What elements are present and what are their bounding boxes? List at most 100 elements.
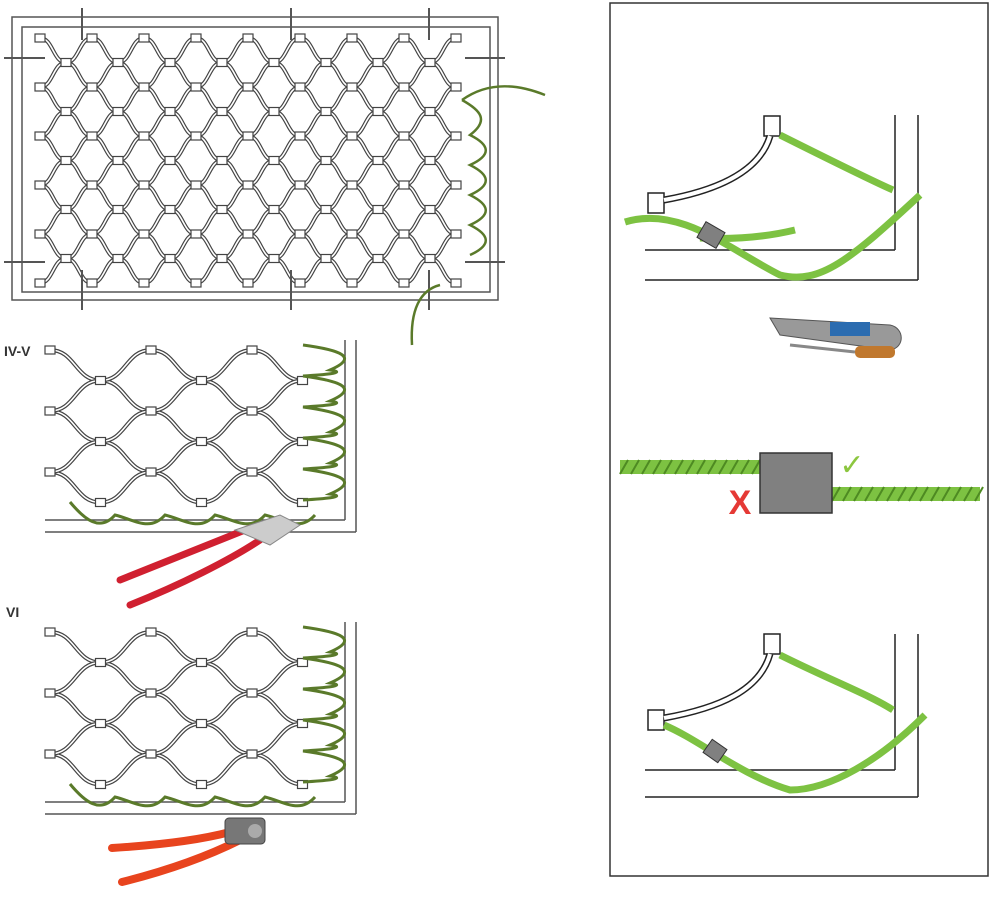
ferrule: [702, 738, 728, 764]
mesh-ferrule: [246, 688, 258, 698]
mesh-ferrule: [86, 278, 98, 288]
mesh-ferrule: [268, 106, 280, 117]
mesh-cable-core: [201, 631, 253, 664]
mesh-ferrule: [424, 204, 436, 215]
mesh-ferrule: [60, 106, 72, 117]
strand: [853, 486, 863, 502]
mesh-ferrule: [138, 229, 150, 239]
strand: [685, 459, 695, 475]
mesh-ferrule: [164, 155, 176, 166]
mesh-ferrule: [190, 278, 202, 288]
mesh-ferrule: [346, 278, 358, 288]
strand: [707, 459, 717, 475]
cable-mesh: [44, 345, 309, 508]
mesh-cable-core: [100, 722, 152, 755]
mesh-ferrule: [34, 82, 46, 92]
rotary-tool-and-screwdriver-icon: [769, 317, 902, 358]
mesh-ferrule: [320, 57, 332, 68]
strand: [941, 486, 951, 502]
mesh-ferrule: [450, 33, 462, 43]
mesh-ferrule: [138, 180, 150, 190]
mesh-cable-core: [49, 631, 101, 664]
mesh-ferrule: [398, 278, 410, 288]
mesh-panel-overview: [4, 8, 546, 346]
mesh-ferrule: [195, 436, 208, 447]
mesh-ferrule: [86, 131, 98, 141]
strand: [919, 486, 929, 502]
mesh-ferrule: [372, 57, 384, 68]
mesh-ferrule: [294, 131, 306, 141]
mesh-ferrule: [296, 436, 309, 447]
strand: [974, 486, 984, 502]
mesh-cable-core: [201, 440, 253, 473]
mesh-ferrule: [424, 57, 436, 68]
mesh-ferrule: [34, 180, 46, 190]
mesh-ferrule: [372, 155, 384, 166]
mesh-ferrule: [195, 375, 208, 386]
mesh-ferrule: [86, 33, 98, 43]
mesh-cable-core: [251, 440, 303, 473]
mesh-ferrule: [294, 229, 306, 239]
mesh-ferrule: [450, 82, 462, 92]
mesh-ferrule: [138, 82, 150, 92]
mesh-cable-core: [150, 661, 202, 694]
mesh-ferrule: [94, 436, 107, 447]
mesh-ferrule: [424, 106, 436, 117]
mesh-ferrule: [346, 180, 358, 190]
mesh-ferrule: [145, 688, 157, 698]
strand: [875, 486, 885, 502]
mesh-cable-core: [100, 471, 152, 504]
strand: [897, 486, 907, 502]
mesh-ferrule: [320, 204, 332, 215]
mesh-ferrule: [246, 467, 258, 477]
mesh-ferrule: [34, 278, 46, 288]
mesh-ferrule: [145, 749, 157, 759]
mesh-cable-core: [251, 410, 303, 443]
mesh-ferrule: [34, 131, 46, 141]
mesh-cable-core: [49, 410, 101, 443]
strand: [619, 459, 629, 475]
edge-cable-horizontal: [68, 783, 317, 808]
inner-frame: [21, 26, 491, 293]
mesh-ferrule: [450, 229, 462, 239]
mesh-cable-core: [201, 349, 253, 382]
mesh-ferrule: [164, 106, 176, 117]
mesh-ferrule: [145, 467, 157, 477]
mesh-ferrule: [294, 278, 306, 288]
mesh-cable-core: [150, 349, 202, 382]
mesh-cable-core: [251, 631, 303, 664]
mesh-ferrule: [145, 406, 157, 416]
mesh-cable-core: [100, 661, 152, 694]
mesh-ferrule: [60, 204, 72, 215]
mesh-ferrule: [86, 229, 98, 239]
mesh-ferrule: [398, 82, 410, 92]
mesh-ferrule: [60, 57, 72, 68]
mesh-ferrule: [346, 82, 358, 92]
mesh-cable-core: [49, 722, 101, 755]
wrong-position-mark: X: [729, 484, 752, 522]
mesh-cable-core: [150, 692, 202, 725]
mesh-ferrule: [268, 155, 280, 166]
mesh-ferrule: [296, 497, 309, 508]
mesh-cable-core: [251, 349, 303, 382]
mesh-ferrule: [195, 657, 208, 668]
mesh-cable-core: [150, 753, 202, 786]
mesh-ferrule: [372, 253, 384, 264]
mesh-ferrule: [164, 253, 176, 264]
mesh-cable-core: [201, 661, 253, 694]
mesh-cable-core: [100, 440, 152, 473]
mesh-cable-core: [100, 410, 152, 443]
mesh-ferrule: [242, 33, 254, 43]
mesh-ferrule: [94, 718, 107, 729]
mesh-ferrule: [296, 375, 309, 386]
mesh-cable-core: [251, 661, 303, 694]
strand: [630, 459, 640, 475]
mesh-cable-core: [201, 379, 253, 412]
water-pump-pliers-icon: [116, 514, 301, 609]
mesh-cable-core: [49, 471, 101, 504]
mesh-cable-core: [251, 753, 303, 786]
mesh-ferrule: [86, 82, 98, 92]
mesh-ferrule: [216, 57, 228, 68]
mesh-ferrule: [294, 180, 306, 190]
